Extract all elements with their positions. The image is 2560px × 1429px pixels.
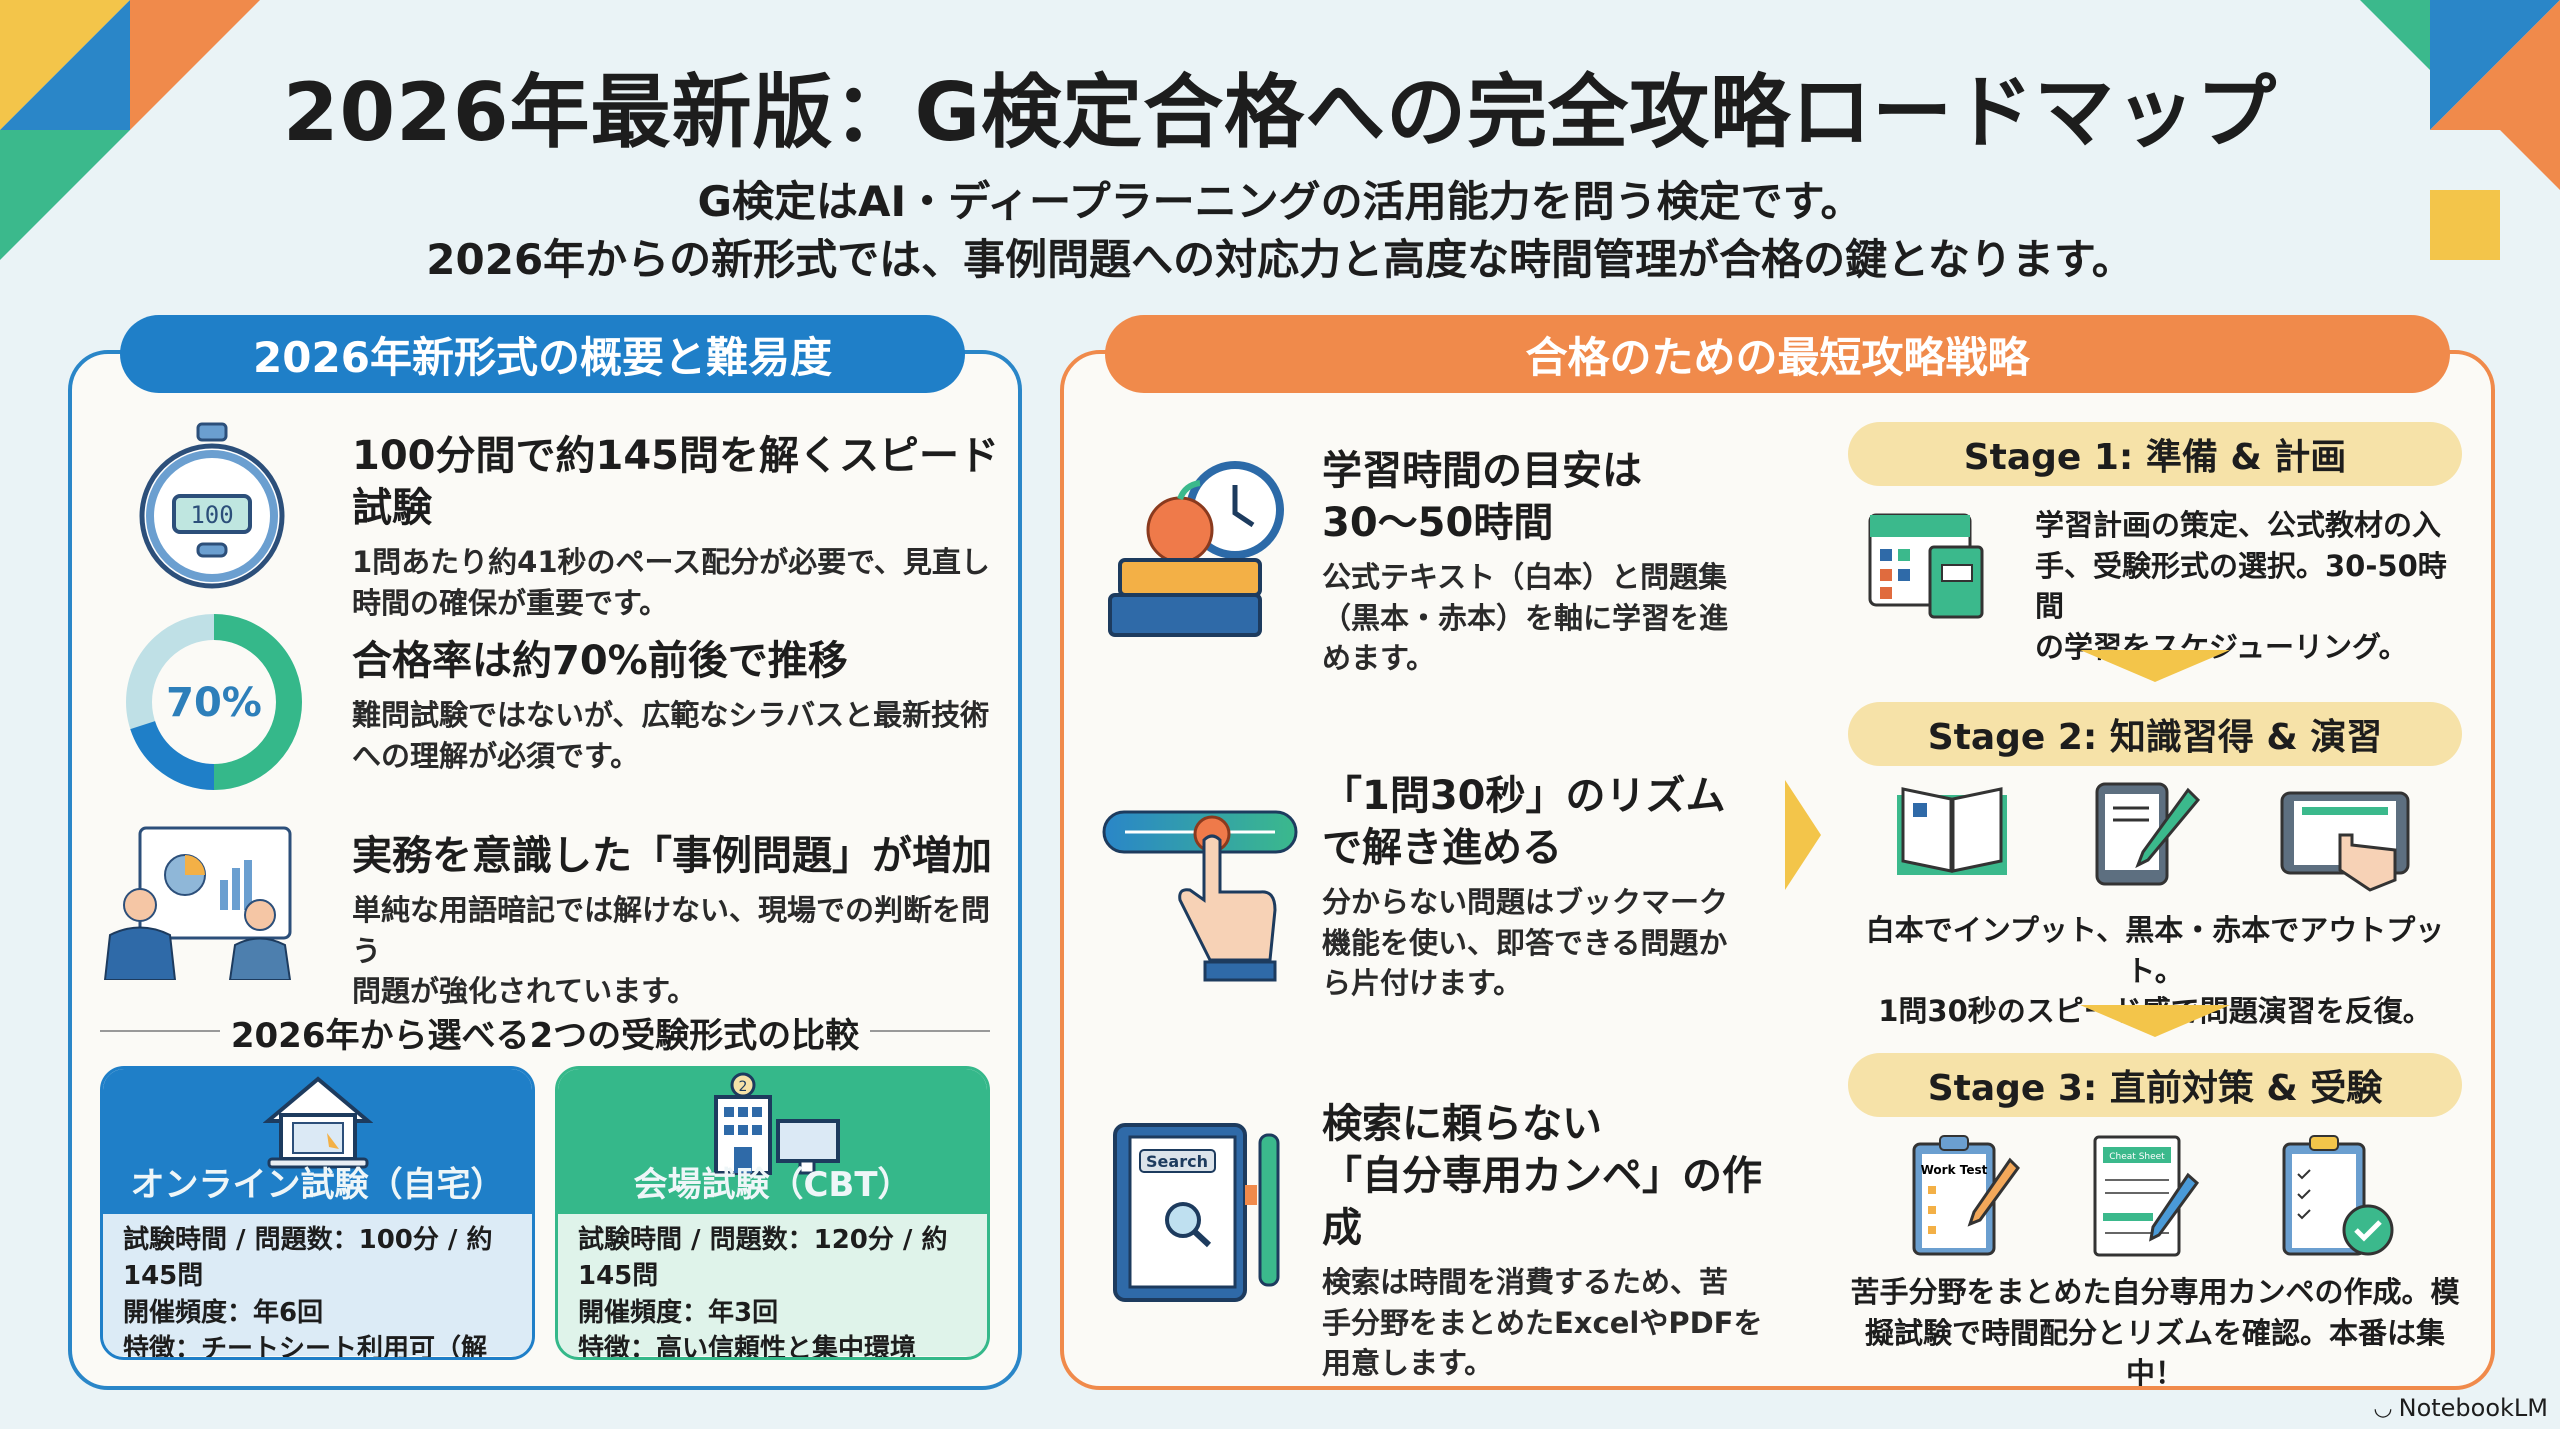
stage-3-text: 苦手分野をまとめた自分専用カンペの作成。模擬試験で時間配分とリズムを確認。本番は… — [1848, 1272, 2462, 1394]
tablet-pen-icon — [2095, 782, 2201, 886]
stopwatch-digits: 100 — [190, 501, 233, 529]
stage-3-header: Stage 3: 直前対策 & 受験 — [1848, 1053, 2462, 1117]
left-panel-header: 2026年新形式の概要と難易度 — [120, 315, 965, 393]
item-title: 「自分専用カンペ」の作成 — [1322, 1153, 1762, 1251]
stage-text: 手、受験形式の選択。30-50時間 — [2035, 548, 2447, 624]
item-body: への理解が必須です。 — [352, 738, 640, 773]
item-title: 実務を意識した「事例問題」が増加 — [352, 833, 992, 879]
item-body: 問題が強化されています。 — [352, 974, 697, 1009]
stage-text: 学習計画の策定、公式教材の入 — [2035, 508, 2442, 542]
building-badge: 2 — [739, 1079, 748, 1095]
item-body: 手分野をまとめたExcelやPDFを — [1322, 1305, 1763, 1340]
item-body: 検索は時間を消費するため、苦 — [1322, 1265, 1729, 1299]
item-title: 学習時間の目安は — [1322, 448, 1642, 494]
item-body: ら片付けます。 — [1322, 966, 1523, 1001]
books-clock-icon — [1108, 461, 1284, 637]
stage-text: 苦手分野をまとめた自分専用カンペの作成。模 — [1850, 1275, 2460, 1309]
pass-rate-label: 70% — [166, 680, 262, 726]
item-body: 1問あたり約41秒のペース配分が必要で、見直し — [352, 545, 990, 579]
work-test-label: Work Test — [1921, 1163, 1988, 1177]
slider-hand-icon — [1102, 810, 1298, 982]
donut-icon: 70% — [126, 614, 302, 790]
item-title: 100分間で約145問を解くスピード試験 — [352, 433, 999, 531]
item-body: 用意します。 — [1322, 1346, 1494, 1381]
item-title: 30〜50時間 — [1322, 500, 1554, 546]
item-body: めます。 — [1322, 641, 1436, 676]
chevron-right-icon — [1785, 780, 1821, 890]
notebooklm-logo-icon: ◡ — [2373, 1395, 2393, 1421]
stage-text: 擬試験で時間配分とリズムを確認。本番は集中！ — [1864, 1315, 2445, 1391]
down-arrow-icon — [2080, 650, 2230, 682]
corner-decoration-right — [2360, 0, 2560, 260]
open-book-icon — [1897, 787, 2007, 875]
right-panel — [1060, 350, 2495, 1390]
card-line: 試験時間 / 問題数：120分 / 約145問 — [578, 1225, 948, 1292]
card-title: 会場試験（CBT） — [633, 1165, 912, 1205]
brand-label: NotebookLM — [2398, 1394, 2548, 1422]
page-title: 2026年最新版：G検定合格への完全攻略ロードマップ — [282, 66, 2278, 159]
stage-1-text: 学習計画の策定、公式教材の入手、受験形式の選択。30-50時間の学習をスケジュー… — [2035, 505, 2475, 667]
card-line: 特徴：チートシート利用可（解説） — [123, 1334, 488, 1360]
stage-1-header: Stage 1: 準備 & 計画 — [1848, 422, 2462, 486]
work-test-clipboard-icon: Work Test — [1912, 1135, 2020, 1256]
comparison-title: 2026年から選べる2つの受験形式の比較 — [220, 1008, 870, 1057]
right-panel-header: 合格のための最短攻略戦略 — [1105, 315, 2450, 393]
corner-decoration-left — [0, 0, 260, 260]
building-computer-icon: 2 — [714, 1072, 840, 1175]
cheat-sheet-icon: Cheat Sheet — [2093, 1135, 2200, 1257]
search-notebook-icon: Search — [1113, 1123, 1280, 1302]
down-arrow-icon — [2080, 1005, 2230, 1037]
item-body: 機能を使い、即答できる問題か — [1322, 925, 1728, 960]
strategy-item-study-time: 学習時間の目安は 30〜50時間 公式テキスト（白本）と問題集 （黒本・赤本）を軸に… — [1322, 445, 1782, 679]
left-item-pass-rate: 合格率は約70%前後で推移 難問試験ではないが、広範なシラバスと最新技術への理解… — [352, 635, 1012, 776]
search-label: Search — [1146, 1152, 1208, 1171]
home-laptop-icon — [263, 1076, 373, 1169]
item-body: 難問試験ではないが、広範なシラバスと最新技術 — [352, 698, 990, 732]
left-item-case-questions: 実務を意識した「事例問題」が増加 単純な用語暗記では解けない、現場での判断を問う… — [352, 830, 1012, 1012]
card-line: 開催頻度：年3回 — [578, 1297, 779, 1328]
subtitle-line-1: G検定はAI・ディープラーニングの活用能力を問う検定です。 — [697, 177, 1863, 226]
card-line: 試験時間 / 問題数：100分 / 約145問 — [123, 1225, 493, 1292]
item-body: 公式テキスト（白本）と問題集 — [1322, 560, 1728, 594]
online-exam-card: オンライン試験（自宅） 試験時間 / 問題数：100分 / 約145問開催頻度：… — [100, 1066, 535, 1360]
tablet-touch-icon — [2280, 791, 2410, 892]
stage-2-header: Stage 2: 知識習得 & 演習 — [1848, 702, 2462, 766]
stage-text: 白本でインプット、黒本・赤本でアウトプット。 — [1865, 913, 2445, 988]
item-body: （黒本・赤本）を軸に学習を進 — [1322, 600, 1729, 635]
card-line: 開催頻度：年6回 — [123, 1297, 324, 1328]
cbt-exam-card: 2 会場試験（CBT） 試験時間 / 問題数：120分 / 約145問開催頻度：… — [555, 1066, 990, 1360]
item-body: 単純な用語暗記では解けない、現場での判断を問う — [352, 893, 991, 968]
strategy-item-rhythm: 「1問30秒」のリズムで解き進める 分からない問題はブックマーク機能を使い、即答… — [1322, 770, 1782, 1004]
business-meeting-icon — [103, 826, 292, 980]
cheat-sheet-label: Cheat Sheet — [2109, 1152, 2165, 1162]
item-body: 分からない問題はブックマーク — [1322, 885, 1729, 919]
stage-2-text: 白本でインプット、黒本・赤本でアウトプット。1問30秒のスピード感で問題演習を反… — [1848, 910, 2462, 1032]
stopwatch-icon: 100 — [139, 422, 285, 589]
card-title: オンライン試験（自宅） — [130, 1165, 505, 1205]
item-title: で解き進める — [1322, 825, 1562, 871]
item-title: 「1問30秒」のリズム — [1322, 773, 1726, 819]
item-title: 検索に頼らない — [1322, 1101, 1602, 1147]
notebooklm-brand: ◡NotebookLM — [2373, 1394, 2548, 1422]
checklist-approved-icon — [2282, 1135, 2394, 1256]
strategy-item-cheatsheet: 検索に頼らない「自分専用カンペ」の作成 検索は時間を消費するため、苦手分野をまと… — [1322, 1098, 1792, 1384]
item-title: 合格率は約70%前後で推移 — [352, 638, 848, 684]
item-body: 時間の確保が重要です。 — [352, 585, 669, 620]
card-line: 特徴：高い信頼性と集中環境 — [578, 1334, 917, 1360]
left-item-speed: 100分間で約145問を解くスピード試験 1問あたり約41秒のペース配分が必要で… — [352, 430, 1012, 623]
calendar-notebook-icon — [1868, 513, 1984, 619]
subtitle-line-2: 2026年からの新形式では、事例問題への対応力と高度な時間管理が合格の鍵となりま… — [426, 235, 2134, 284]
